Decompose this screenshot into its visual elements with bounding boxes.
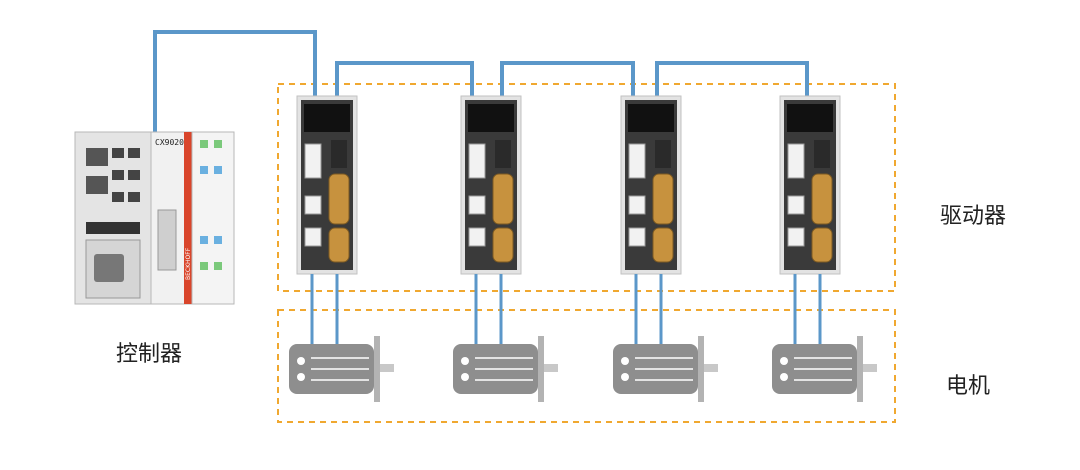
servo-drive-4	[779, 95, 841, 275]
controller-label: 控制器	[116, 342, 183, 367]
cable-drive-2-to-drive-3	[500, 61, 635, 102]
motor-cables	[310, 274, 822, 344]
controller-device: CX9020 BECKHOFF	[74, 131, 235, 305]
servo-drive-1	[296, 95, 358, 275]
drives	[296, 95, 841, 275]
controller-model-text: CX9020	[155, 138, 184, 147]
motor-group-label: 电机	[946, 374, 991, 399]
ethercat-cables	[153, 30, 809, 150]
servo-drive-2	[460, 95, 522, 275]
motor-group-frame	[277, 309, 896, 423]
motors	[289, 336, 877, 402]
servo-motor-1	[289, 336, 394, 402]
cable-drive-3-to-drive-4	[655, 61, 809, 102]
cable-drive-1-to-drive-2	[335, 61, 474, 102]
cable-controller-to-drive-1	[153, 30, 317, 150]
servo-drive-3	[620, 95, 682, 275]
drive-group-frame	[277, 83, 896, 292]
servo-motor-3	[613, 336, 718, 402]
controller-brand-text: BECKHOFF	[185, 247, 192, 280]
drive-group-label: 驱动器	[940, 204, 1007, 229]
servo-motor-4	[772, 336, 877, 402]
servo-motor-2	[453, 336, 558, 402]
